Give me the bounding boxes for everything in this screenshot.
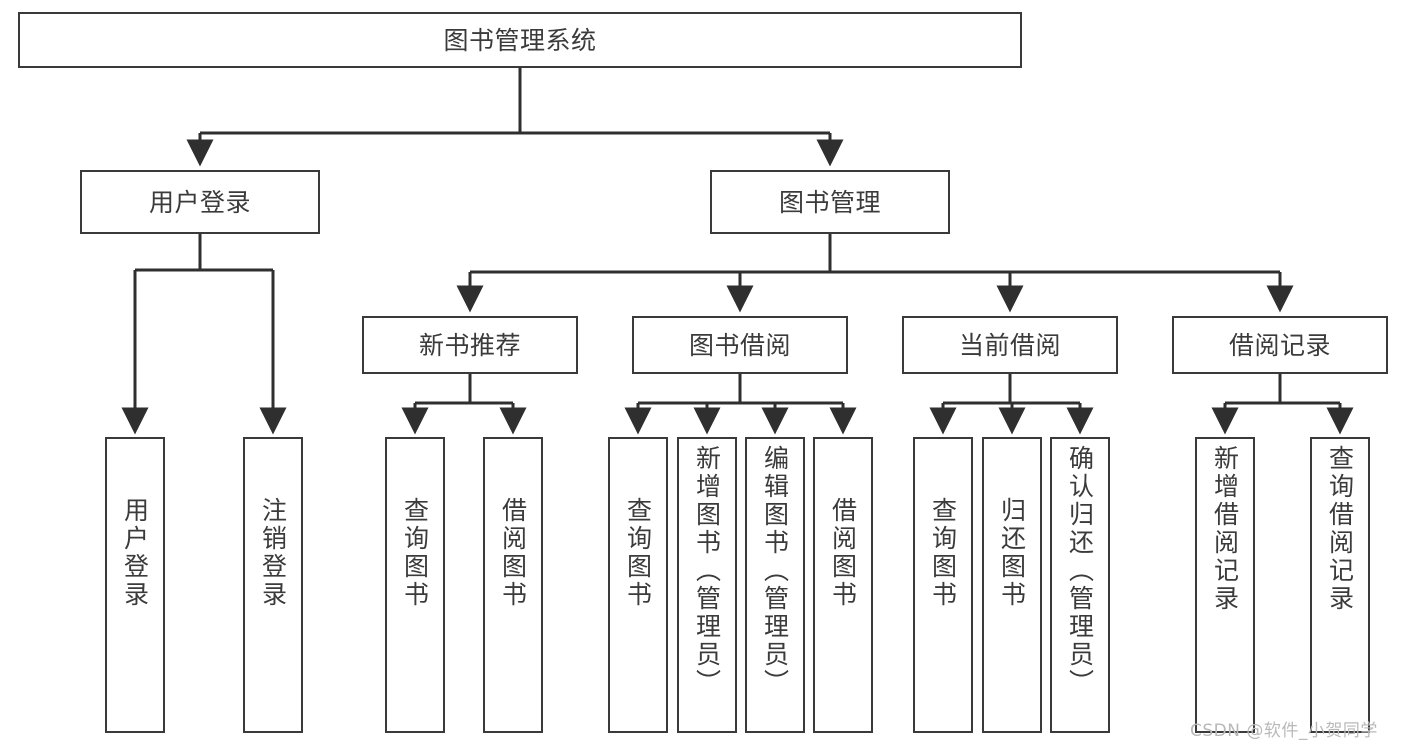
node-leaf-query-record-label: 查询借阅记录 xyxy=(1325,445,1355,613)
node-root-label: 图书管理系统 xyxy=(443,25,597,55)
node-book-manage[interactable]: 图书管理 xyxy=(710,170,950,234)
watermark-text: CSDN @软件_小贺同学 xyxy=(1190,721,1378,741)
node-leaf-user-login[interactable]: 用户登录 xyxy=(105,437,165,733)
node-leaf-borrow-book-1[interactable]: 借阅图书 xyxy=(483,437,543,733)
node-leaf-query-book-2[interactable]: 查询图书 xyxy=(608,437,668,733)
node-leaf-add-record-label: 新增借阅记录 xyxy=(1210,445,1240,613)
node-leaf-edit-book[interactable]: 编辑图书（管理员） xyxy=(745,437,805,733)
node-leaf-return-book[interactable]: 归还图书 xyxy=(982,437,1042,733)
node-leaf-add-book-label: 新增图书（管理员） xyxy=(692,445,722,697)
node-book-manage-label: 图书管理 xyxy=(778,187,881,217)
node-leaf-logout-label: 注销登录 xyxy=(258,497,288,609)
node-user-login[interactable]: 用户登录 xyxy=(80,170,320,234)
node-current-borrow-label: 当前借阅 xyxy=(958,330,1061,360)
node-book-borrow[interactable]: 图书借阅 xyxy=(632,316,848,374)
node-current-borrow[interactable]: 当前借阅 xyxy=(902,316,1118,374)
node-root[interactable]: 图书管理系统 xyxy=(18,12,1022,68)
node-leaf-confirm-return[interactable]: 确认归还（管理员） xyxy=(1050,437,1110,733)
node-leaf-user-login-label: 用户登录 xyxy=(120,497,150,609)
node-book-borrow-label: 图书借阅 xyxy=(688,330,791,360)
node-leaf-query-book-2-label: 查询图书 xyxy=(623,497,653,609)
node-leaf-query-book-3[interactable]: 查询图书 xyxy=(913,437,973,733)
node-leaf-query-book-3-label: 查询图书 xyxy=(928,497,958,609)
node-leaf-add-book[interactable]: 新增图书（管理员） xyxy=(677,437,737,733)
node-borrow-record[interactable]: 借阅记录 xyxy=(1172,316,1388,374)
node-new-book-recommend-label: 新书推荐 xyxy=(418,330,521,360)
node-leaf-query-record[interactable]: 查询借阅记录 xyxy=(1310,437,1370,733)
node-leaf-borrow-book-2-label: 借阅图书 xyxy=(828,497,858,609)
node-leaf-borrow-book-1-label: 借阅图书 xyxy=(498,497,528,609)
node-leaf-return-book-label: 归还图书 xyxy=(997,497,1027,609)
node-leaf-borrow-book-2[interactable]: 借阅图书 xyxy=(813,437,873,733)
node-leaf-logout[interactable]: 注销登录 xyxy=(243,437,303,733)
node-leaf-confirm-return-label: 确认归还（管理员） xyxy=(1065,445,1095,697)
node-new-book-recommend[interactable]: 新书推荐 xyxy=(362,316,578,374)
node-leaf-query-book-1-label: 查询图书 xyxy=(400,497,430,609)
node-user-login-label: 用户登录 xyxy=(148,187,251,217)
node-leaf-query-book-1[interactable]: 查询图书 xyxy=(385,437,445,733)
node-borrow-record-label: 借阅记录 xyxy=(1228,330,1331,360)
node-leaf-edit-book-label: 编辑图书（管理员） xyxy=(760,445,790,697)
node-leaf-add-record[interactable]: 新增借阅记录 xyxy=(1195,437,1255,733)
